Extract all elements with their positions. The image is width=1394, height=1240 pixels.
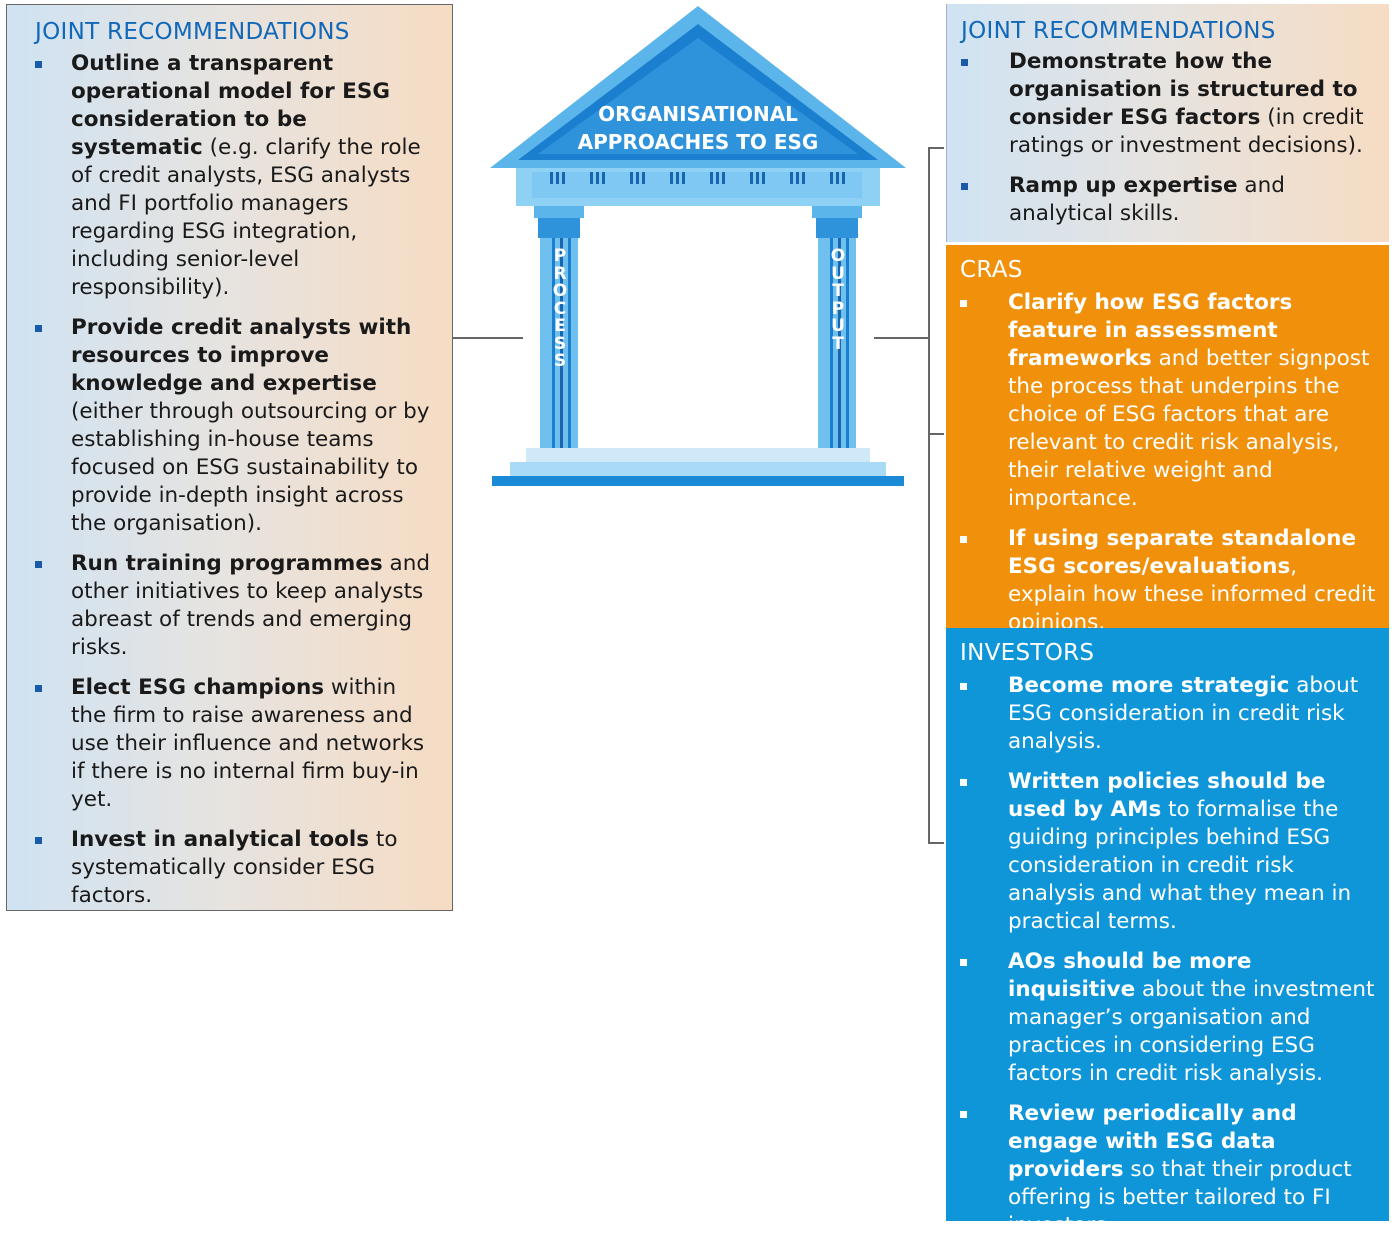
- left-joint-recommendations-box: JOINT RECOMMENDATIONS Outline a transpar…: [6, 4, 453, 911]
- list-item: AOs should be more inquisitive about the…: [960, 948, 1379, 1088]
- list-item: Provide credit analysts with resources t…: [35, 314, 442, 538]
- investors-list: Become more strategic about ESG consider…: [960, 672, 1379, 1240]
- left-box-list: Outline a transparent operational model …: [35, 50, 442, 910]
- bullet-square-icon: [35, 837, 42, 844]
- left-pillar: [534, 206, 584, 450]
- bullet-square-icon: [960, 959, 967, 966]
- list-item: Written policies should be used by AMs t…: [960, 768, 1379, 936]
- list-item: Clarify how ESG factors feature in asses…: [960, 289, 1379, 513]
- right-pillar: [812, 206, 862, 450]
- bullet-square-icon: [35, 61, 42, 68]
- bullet-square-icon: [960, 683, 967, 690]
- list-item: Demonstrate how the organisation is stru…: [961, 48, 1379, 160]
- list-item: If using separate standalone ESG scores/…: [960, 525, 1379, 637]
- bullet-square-icon: [35, 561, 42, 568]
- left-connector-line: [453, 337, 523, 339]
- bullet-square-icon: [961, 183, 968, 190]
- bracket-top-tick: [928, 147, 944, 149]
- bullet-square-icon: [35, 685, 42, 692]
- right-box-heading: JOINT RECOMMENDATIONS: [961, 18, 1276, 44]
- list-item: Review periodically and engage with ESG …: [960, 1100, 1379, 1240]
- list-item: Ramp up expertise and analytical skills.: [961, 172, 1379, 228]
- list-item: Outline a transparent operational model …: [35, 50, 442, 302]
- right-joint-recommendations-box: JOINT RECOMMENDATIONS Demonstrate how th…: [946, 4, 1389, 242]
- bullet-square-icon: [35, 325, 42, 332]
- temple-base-top: [526, 448, 870, 462]
- bullet-square-icon: [961, 59, 968, 66]
- left-box-heading: JOINT RECOMMENDATIONS: [35, 19, 350, 45]
- list-item: Invest in analytical tools to systematic…: [35, 826, 442, 910]
- cras-heading: CRAS: [960, 257, 1023, 283]
- list-item: Become more strategic about ESG consider…: [960, 672, 1379, 756]
- bullet-square-icon: [960, 536, 967, 543]
- bullet-square-icon: [960, 779, 967, 786]
- temple-illustration: [490, 6, 906, 486]
- bullet-square-icon: [960, 300, 967, 307]
- bullet-square-icon: [960, 1111, 967, 1118]
- list-item: Elect ESG champions within the firm to r…: [35, 674, 442, 814]
- bracket-middle-tick: [928, 433, 944, 435]
- bracket-bottom-tick: [928, 842, 944, 844]
- cras-box: CRAS Clarify how ESG factors feature in …: [946, 245, 1389, 635]
- temple-base-bottom: [492, 476, 904, 486]
- right-connector-line: [874, 337, 928, 339]
- bracket-vertical-line: [928, 147, 930, 844]
- list-item: Run training programmes and other initia…: [35, 550, 442, 662]
- investors-box: INVESTORS Become more strategic about ES…: [946, 628, 1389, 1238]
- investors-heading: INVESTORS: [960, 640, 1095, 666]
- cras-list: Clarify how ESG factors feature in asses…: [960, 289, 1379, 637]
- right-joint-list: Demonstrate how the organisation is stru…: [961, 48, 1379, 228]
- temple-roof-label: ORGANISATIONAL APPROACHES TO ESG: [577, 102, 819, 154]
- temple-base-middle: [510, 462, 886, 476]
